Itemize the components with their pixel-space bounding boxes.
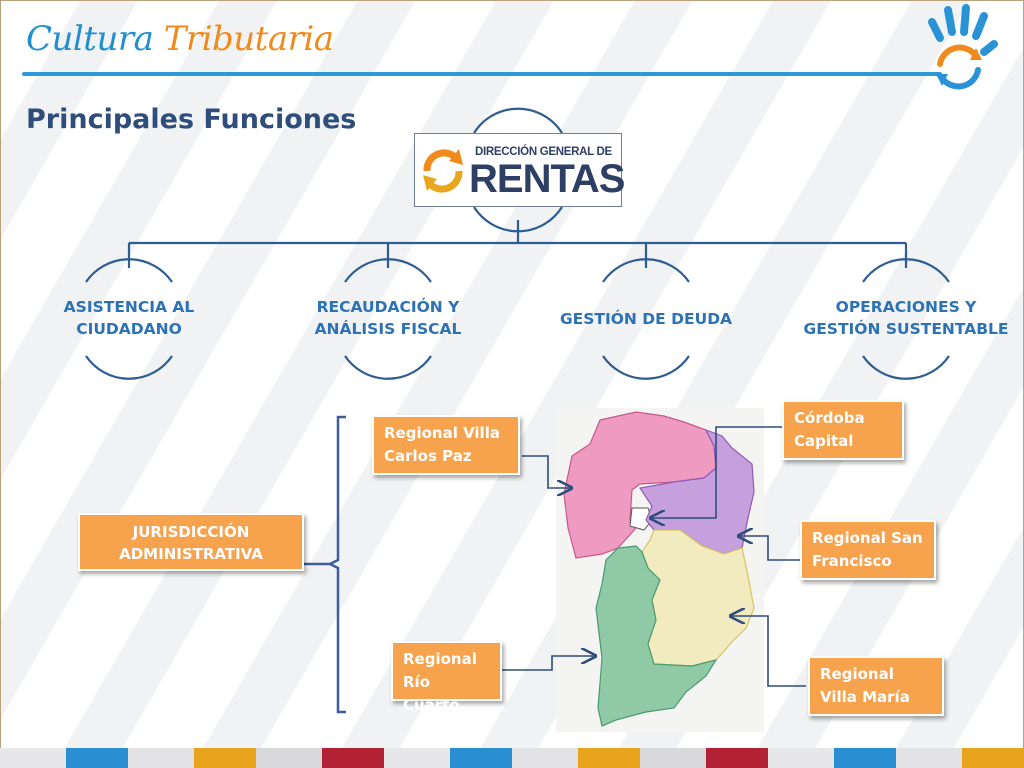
title-word-tributaria: Tributaria (163, 19, 334, 59)
region-label-line2: Capital (794, 432, 854, 450)
region-label-line2: Carlos Paz (384, 447, 472, 465)
function-gestion-deuda: GESTIÓN DE DEUDA (536, 308, 756, 330)
arrow-villa-carlos-paz (522, 455, 570, 488)
arrow-villa-maria (732, 616, 806, 687)
recycle-arrows-icon (423, 149, 463, 193)
page-subtitle: Principales Funciones (26, 104, 357, 135)
title-underline (22, 72, 942, 76)
slide-title: Cultura Tributaria (26, 14, 334, 64)
root-circle-top-arc (473, 107, 563, 134)
region-label-line2: Villa María (820, 688, 910, 706)
title-word-cultura: Cultura (26, 19, 154, 59)
function-label-line1: RECAUDACIÓN Y (316, 298, 460, 316)
function-recaudacion: RECAUDACIÓN Y ANÁLISIS FISCAL (278, 296, 498, 340)
function-operaciones: OPERACIONES Y GESTIÓN SUSTENTABLE (790, 296, 1022, 340)
region-box-villa-carlos-paz: Regional Villa Carlos Paz (372, 415, 520, 475)
jurisdiction-line1: JURISDICCIÓN (132, 523, 250, 541)
region-box-cordoba-capital: Córdoba Capital (782, 400, 904, 460)
jurisdiction-brace (304, 415, 346, 714)
region-box-san-francisco: Regional San Francisco (800, 520, 936, 580)
region-box-rio-cuarto: Regional Río Cuarto (391, 641, 502, 714)
function-label-line2: GESTIÓN SUSTENTABLE (803, 320, 1009, 338)
region-label-line1: Regional San (812, 529, 923, 547)
region-label-line1: Regional Villa (384, 424, 500, 442)
region-box-villa-maria: Regional Villa María (808, 656, 944, 716)
cordoba-regions-map (556, 408, 764, 732)
region-label-line2: Río Cuarto (403, 673, 460, 714)
region-label-line1: Regional (403, 650, 477, 668)
region-rio-cuarto (595, 545, 718, 727)
function-label-line1: OPERACIONES Y (835, 298, 977, 316)
jurisdiction-box: JURISDICCIÓN ADMINISTRATIVA (78, 513, 304, 571)
logo-line1: DIRECCIÓN GENERAL DE (475, 146, 612, 158)
jurisdiction-line2: ADMINISTRATIVA (119, 545, 263, 563)
function-label-line1: ASISTENCIA AL (63, 298, 195, 316)
hand-recycle-icon (928, 4, 998, 90)
map-svg (563, 411, 755, 727)
arrow-san-francisco (740, 536, 800, 561)
region-cordoba-capital (629, 507, 653, 531)
bottom-color-strip (0, 748, 1024, 768)
function-label-line2: ANÁLISIS FISCAL (314, 320, 462, 338)
region-villa-carlos-paz (563, 411, 717, 559)
function-label-line1: GESTIÓN DE DEUDA (559, 310, 733, 328)
rentas-logo: DIRECCIÓN GENERAL DE RENTAS (414, 133, 625, 207)
function-asistencia: ASISTENCIA AL CIUDADANO (19, 296, 239, 340)
arrow-rio-cuarto (502, 656, 594, 671)
region-label-line1: Córdoba (794, 409, 865, 427)
region-label-line1: Regional (820, 665, 894, 683)
arrow-cordoba-capital (652, 426, 786, 518)
function-label-line2: CIUDADANO (76, 320, 182, 338)
region-label-line2: Francisco (812, 552, 892, 570)
logo-line2: RENTAS (469, 157, 625, 201)
